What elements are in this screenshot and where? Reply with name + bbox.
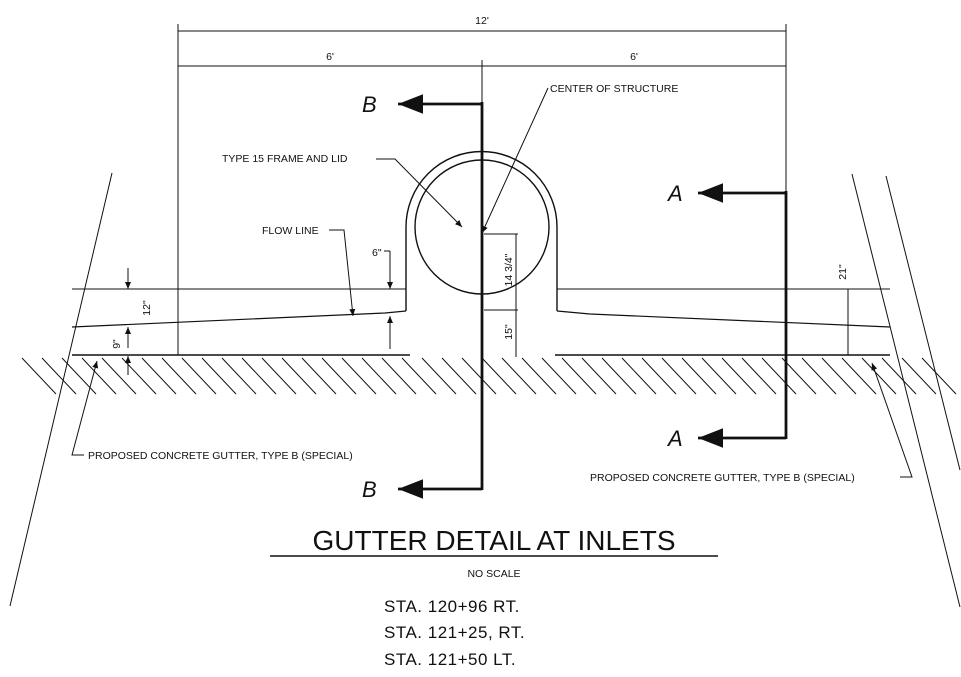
dim-left-half: 6' — [326, 51, 334, 63]
dim-curb-offset-label: 6" — [372, 247, 382, 259]
hatch-mark — [321, 357, 357, 395]
hatch-mark — [601, 357, 637, 395]
hatch-mark — [361, 357, 397, 395]
hatch-mark — [721, 357, 757, 395]
dim-right-half: 6' — [630, 51, 638, 63]
frame-and-lid-label: TYPE 15 FRAME AND LID — [222, 153, 348, 165]
hatch-mark — [81, 357, 117, 395]
hatch-mark — [261, 357, 297, 395]
hatch-mark — [221, 357, 257, 395]
hatch-mark — [41, 357, 77, 395]
ground-hatch — [21, 357, 957, 395]
hatch-mark — [861, 357, 897, 395]
dim-gutter-slab-label: 9" — [111, 339, 123, 349]
hatch-mark — [581, 357, 617, 395]
drawing-title: GUTTER DETAIL AT INLETS — [312, 525, 675, 556]
hatch-mark — [781, 357, 817, 395]
hatch-mark — [121, 357, 157, 395]
dim-frame-height-label: 14 3/4" — [503, 253, 515, 286]
hatch-mark — [621, 357, 657, 395]
dim-left-stack: 12" 9" — [111, 268, 153, 375]
hatch-mark — [401, 357, 437, 395]
hatch-mark — [741, 357, 777, 395]
hatch-mark — [421, 357, 457, 395]
hatch-mark — [141, 357, 177, 395]
hatch-mark — [21, 357, 57, 395]
dim-curb-offset: 6" — [372, 247, 393, 349]
gutter-left-label: PROPOSED CONCRETE GUTTER, TYPE B (SPECIA… — [88, 450, 353, 462]
frame-and-lid-callout: TYPE 15 FRAME AND LID — [222, 153, 463, 228]
section-a-marker: A A — [666, 181, 788, 451]
gutter-right-label: PROPOSED CONCRETE GUTTER, TYPE B (SPECIA… — [590, 472, 855, 484]
hatch-mark — [281, 357, 317, 395]
flow-line-callout: FLOW LINE — [262, 225, 356, 317]
hatch-mark — [481, 357, 517, 395]
hatch-mark — [541, 357, 577, 395]
dim-frame-base-label: 15" — [503, 324, 515, 340]
hatch-mark — [681, 357, 717, 395]
dim-frame-stack: 14 3/4" 15" — [484, 233, 518, 357]
hatch-mark — [761, 357, 797, 395]
gutter-callout-right: PROPOSED CONCRETE GUTTER, TYPE B (SPECIA… — [590, 362, 913, 484]
hatch-mark — [441, 357, 477, 395]
hatch-mark — [461, 357, 497, 395]
station-3: STA. 121+50 LT. — [384, 650, 516, 669]
hatch-mark — [101, 357, 137, 395]
section-b-top-label: B — [362, 92, 377, 117]
hatch-mark — [661, 357, 697, 395]
station-1: STA. 120+96 RT. — [384, 597, 520, 616]
hatch-mark — [821, 357, 857, 395]
gutter-callout-left: PROPOSED CONCRETE GUTTER, TYPE B (SPECIA… — [71, 360, 353, 462]
gutter-slab-right — [555, 288, 891, 356]
flow-line-label: FLOW LINE — [262, 225, 319, 237]
dim-right-depth-label: 21" — [837, 264, 849, 280]
dim-overall-label: 12' — [475, 15, 489, 27]
hatch-mark — [901, 357, 937, 395]
center-of-structure-callout: CENTER OF STRUCTURE — [481, 83, 678, 234]
edge-lines — [9, 172, 961, 608]
hatch-mark — [801, 357, 837, 395]
hatch-mark — [841, 357, 877, 395]
title-block: GUTTER DETAIL AT INLETS NO SCALE STA. 12… — [270, 525, 718, 669]
center-of-structure-label: CENTER OF STRUCTURE — [550, 83, 678, 95]
section-b-marker: B B — [362, 92, 484, 502]
hatch-mark — [181, 357, 217, 395]
hatch-mark — [501, 357, 537, 395]
drawing-subtitle: NO SCALE — [467, 568, 520, 580]
hatch-mark — [201, 357, 237, 395]
section-a-top-label: A — [666, 181, 683, 206]
hatch-mark — [921, 357, 957, 395]
hatch-mark — [641, 357, 677, 395]
section-a-bottom-label: A — [666, 426, 683, 451]
hatch-mark — [241, 357, 277, 395]
section-b-bottom-label: B — [362, 477, 377, 502]
hatch-mark — [161, 357, 197, 395]
station-2: STA. 121+25, RT. — [384, 623, 525, 642]
hatch-mark — [301, 357, 337, 395]
hatch-mark — [561, 357, 597, 395]
dim-gutter-depth-label: 12" — [141, 300, 153, 316]
hatch-mark — [381, 357, 417, 395]
dim-right-depth: 21" — [837, 264, 858, 356]
hatch-mark — [701, 357, 737, 395]
hatch-mark — [521, 357, 557, 395]
hatch-mark — [881, 357, 917, 395]
hatch-mark — [341, 357, 377, 395]
